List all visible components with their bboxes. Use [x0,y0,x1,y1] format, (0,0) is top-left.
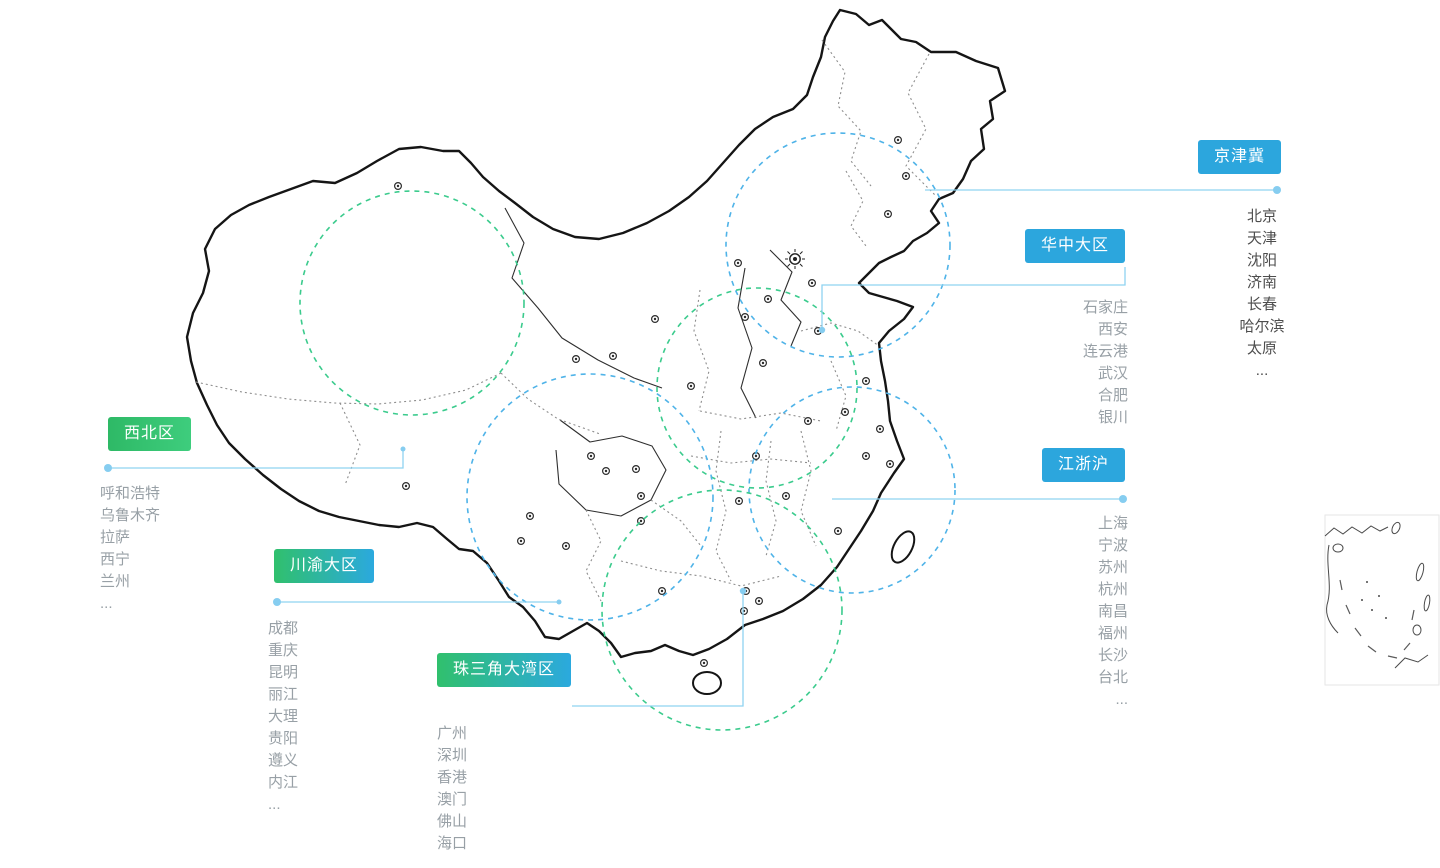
city-item: 台北 [1097,669,1128,686]
connector-xibei [108,450,404,469]
city-item: ... [100,595,113,612]
city-item: 长沙 [1097,647,1128,664]
city-item: 拉萨 [100,529,131,546]
city-item: 杭州 [1097,581,1128,598]
circle-chuanyu [466,373,714,621]
province-borders-solid [504,207,802,517]
city-item: 贵阳 [268,730,299,747]
city-item: 天津 [1246,230,1277,247]
city-item: 重庆 [268,642,299,659]
city-item: 呼和浩特 [100,485,161,502]
city-item: 长春 [1246,296,1277,313]
region-tag-jiangzhehu[interactable]: 江浙沪 [1042,448,1126,482]
city-item: 乌鲁木齐 [100,507,161,524]
city-item: 丽江 [268,686,299,703]
city-item: ... [268,796,281,813]
city-item: ... [1255,362,1269,379]
city-item: 香港 [437,769,468,786]
city-item: 沈阳 [1246,252,1277,269]
city-item: 澳门 [437,791,468,808]
south-china-sea-inset [1324,514,1440,686]
city-item: 哈尔滨 [1239,318,1285,335]
city-item: 北京 [1246,208,1277,225]
city-item: 宁波 [1097,537,1128,554]
city-item: 成都 [268,620,299,637]
city-item: 西宁 [100,551,131,568]
connector-zhusanjiao [572,591,744,707]
city-item: 昆明 [268,664,299,681]
region-tag-jingjinji[interactable]: 京津冀 [1198,140,1282,174]
circle-jiangzhehu [748,386,956,594]
china-border-outline [185,8,1007,659]
city-item: 海口 [437,835,468,852]
city-markers [394,136,911,668]
circle-jingjinji [725,132,951,358]
connectors [104,186,1281,707]
circle-huazhong [656,287,858,489]
city-item: 济南 [1246,274,1277,291]
city-item: ... [437,857,450,868]
region-tag-xibei[interactable]: 西北区 [108,417,192,451]
city-list-huazhong: 石家庄西安连云港武汉合肥银川 [988,297,1128,429]
city-item: 银川 [1097,409,1128,426]
city-item: 大理 [268,708,299,725]
city-item: 广州 [437,725,468,742]
city-item: 太原 [1246,340,1277,357]
connector-huazhong [821,267,1126,328]
circle-zhusanjiao [601,489,843,731]
city-list-xibei: 呼和浩特乌鲁木齐拉萨西宁兰州... [100,483,160,615]
city-list-jingjinji: 北京天津沈阳济南长春哈尔滨太原... [1212,206,1312,382]
city-item: 佛山 [437,813,468,830]
city-item: 连云港 [1082,343,1128,360]
city-item: 西安 [1097,321,1128,338]
city-item: 武汉 [1097,365,1128,382]
taiwan-island [890,530,916,564]
city-item: 上海 [1097,515,1128,532]
city-list-zhusanjiao: 广州深圳香港澳门佛山海口... [437,723,467,868]
city-item: 遵义 [268,752,299,769]
city-item: 苏州 [1097,559,1128,576]
city-item: 深圳 [437,747,468,764]
city-item: 南昌 [1097,603,1128,620]
city-list-jiangzhehu: 上海宁波苏州杭州南昌福州长沙台北... [988,513,1128,711]
city-item: 石家庄 [1082,299,1128,316]
city-item: 福州 [1097,625,1128,642]
city-item: 兰州 [100,573,131,590]
region-circles [299,132,956,731]
circle-xibei [299,190,525,416]
region-tag-huazhong[interactable]: 华中大区 [1025,229,1126,263]
province-borders-dotted [195,39,937,602]
beijing-hub-marker [785,249,805,269]
city-item: 内江 [268,774,299,791]
region-tag-zhusanjiao[interactable]: 珠三角大湾区 [437,653,572,687]
hainan-island [692,671,722,695]
city-item: ... [1115,691,1128,708]
region-tag-chuanyu[interactable]: 川渝大区 [274,549,375,583]
city-list-chuanyu: 成都重庆昆明丽江大理贵阳遵义内江... [268,618,298,816]
city-item: 合肥 [1097,387,1128,404]
